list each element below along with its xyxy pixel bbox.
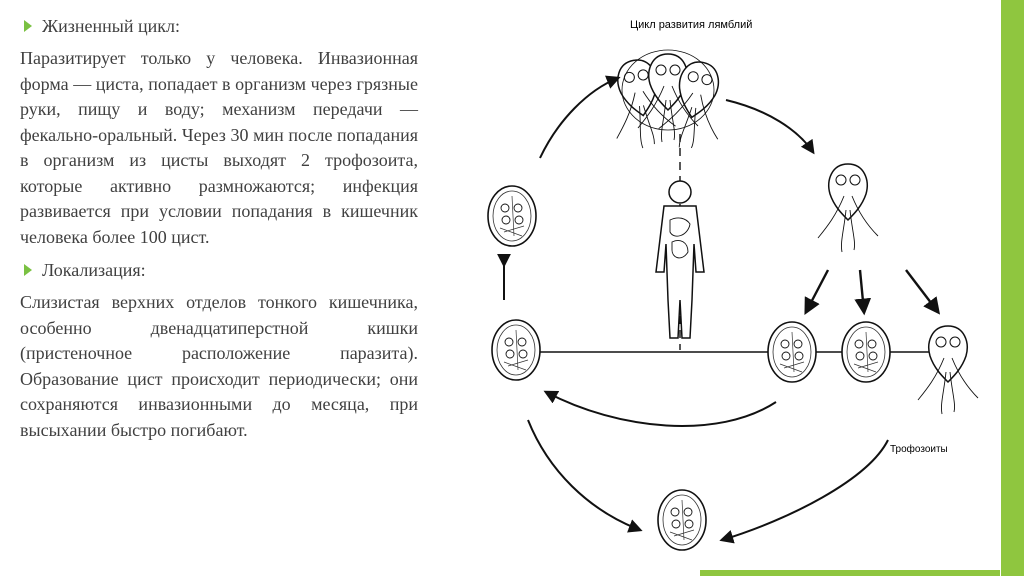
heading-localization: Локализация:	[42, 260, 146, 280]
cyst-left-middle	[491, 319, 541, 381]
bullet-localization: Локализация:	[20, 258, 418, 282]
bullet-life-cycle: Жизненный цикл:	[20, 14, 418, 38]
text-column: Жизненный цикл: Паразитирует только у че…	[20, 14, 418, 451]
bullet-arrow-icon	[24, 20, 32, 32]
paragraph-localization: Слизистая верхних отделов тонкого кишечн…	[20, 292, 418, 440]
trophozoite-label: Трофозоиты	[890, 443, 948, 455]
cyst-left-top	[487, 185, 537, 247]
top-trophozoite-cluster	[603, 49, 734, 156]
giardia-lifecycle-figure: Цикл развития лямблий	[468, 0, 1000, 576]
right-trophozoite	[817, 163, 879, 253]
cyst-bottom	[657, 489, 707, 551]
heading-life-cycle: Жизненный цикл:	[42, 16, 180, 36]
accent-green-bar	[1001, 0, 1024, 576]
human-silhouette	[655, 134, 705, 350]
lifecycle-diagram: Цикл развития лямблий	[487, 19, 979, 551]
cyst-center-2	[841, 321, 891, 383]
accent-green-line	[700, 570, 1000, 576]
figure-title: Цикл развития лямблий	[630, 19, 752, 31]
bullet-arrow-icon	[24, 264, 32, 276]
trophozoite-right-bottom	[917, 325, 979, 415]
paragraph-life-cycle: Паразитирует только у человека. Инвазион…	[20, 48, 418, 247]
cyst-center-1	[767, 321, 817, 383]
